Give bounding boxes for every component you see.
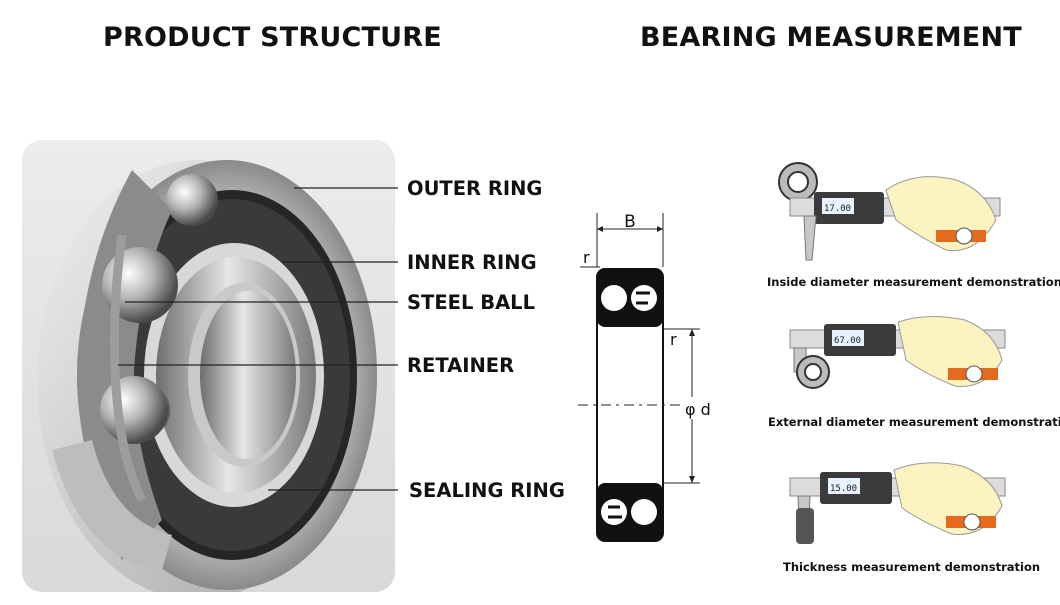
caliper-jaw bbox=[803, 215, 817, 261]
arrowhead bbox=[597, 226, 603, 232]
external-diameter-caption: External diameter measurement demonstrat… bbox=[768, 415, 1060, 429]
caliper-screen bbox=[822, 198, 854, 214]
watch-icon bbox=[955, 227, 973, 245]
caliper-reading: 17.00 bbox=[824, 204, 851, 214]
bottom-ring-section bbox=[597, 483, 663, 541]
thickness-demo-illustration: 15.00 bbox=[789, 462, 1006, 544]
arrowhead bbox=[689, 329, 695, 336]
caliper-screen bbox=[828, 478, 860, 494]
steel-ball-label: STEEL BALL bbox=[407, 291, 536, 314]
caliper-screen bbox=[832, 330, 864, 346]
bearing-photo-panel bbox=[22, 140, 395, 592]
arrowhead bbox=[657, 226, 663, 232]
radius-symbol-top: r bbox=[583, 248, 590, 267]
caliper-reading: 67.00 bbox=[834, 336, 861, 346]
retainer-mark-bottom bbox=[608, 505, 622, 519]
bearing-side-icon bbox=[796, 508, 814, 544]
bearing-bore-icon bbox=[787, 171, 809, 193]
bore-diameter-symbol: φ d bbox=[685, 400, 711, 419]
inner-ring-label: INNER RING bbox=[407, 251, 537, 274]
retainer-mark-top bbox=[636, 291, 650, 305]
thickness-caption: Thickness measurement demonstration bbox=[783, 560, 1041, 574]
bore-label-background bbox=[682, 397, 718, 419]
retainer-label: RETAINER bbox=[407, 354, 515, 377]
bearing-cross-section-drawing: B r r φ d bbox=[578, 212, 718, 542]
ball-top-left bbox=[601, 285, 627, 311]
watch-icon bbox=[963, 513, 981, 531]
outer-ring-label: OUTER RING bbox=[407, 177, 543, 200]
caliper-reading: 15.00 bbox=[830, 484, 857, 494]
product-structure-title: PRODUCT STRUCTURE bbox=[103, 22, 442, 53]
watch-icon bbox=[965, 365, 983, 383]
bearing-measurement-title: BEARING MEASUREMENT bbox=[640, 22, 1022, 53]
top-ring-section bbox=[597, 269, 663, 327]
sealing-ring-label: SEALING RING bbox=[409, 479, 565, 502]
ball-top-right bbox=[631, 285, 657, 311]
ball-bottom-left bbox=[601, 499, 627, 525]
inside-diameter-demo-illustration: 17.00 bbox=[778, 162, 1001, 261]
inside-diameter-caption: Inside diameter measurement demonstratio… bbox=[767, 275, 1060, 289]
bearing-cutaway-illustration bbox=[37, 160, 377, 592]
arrowhead bbox=[689, 476, 695, 483]
external-diameter-demo-illustration: 67.00 bbox=[789, 315, 1006, 389]
radius-symbol-side: r bbox=[670, 330, 677, 349]
dimension-b-symbol: B bbox=[624, 212, 636, 232]
ball-bottom-right bbox=[631, 499, 657, 525]
bearing-bore-icon bbox=[804, 363, 822, 381]
